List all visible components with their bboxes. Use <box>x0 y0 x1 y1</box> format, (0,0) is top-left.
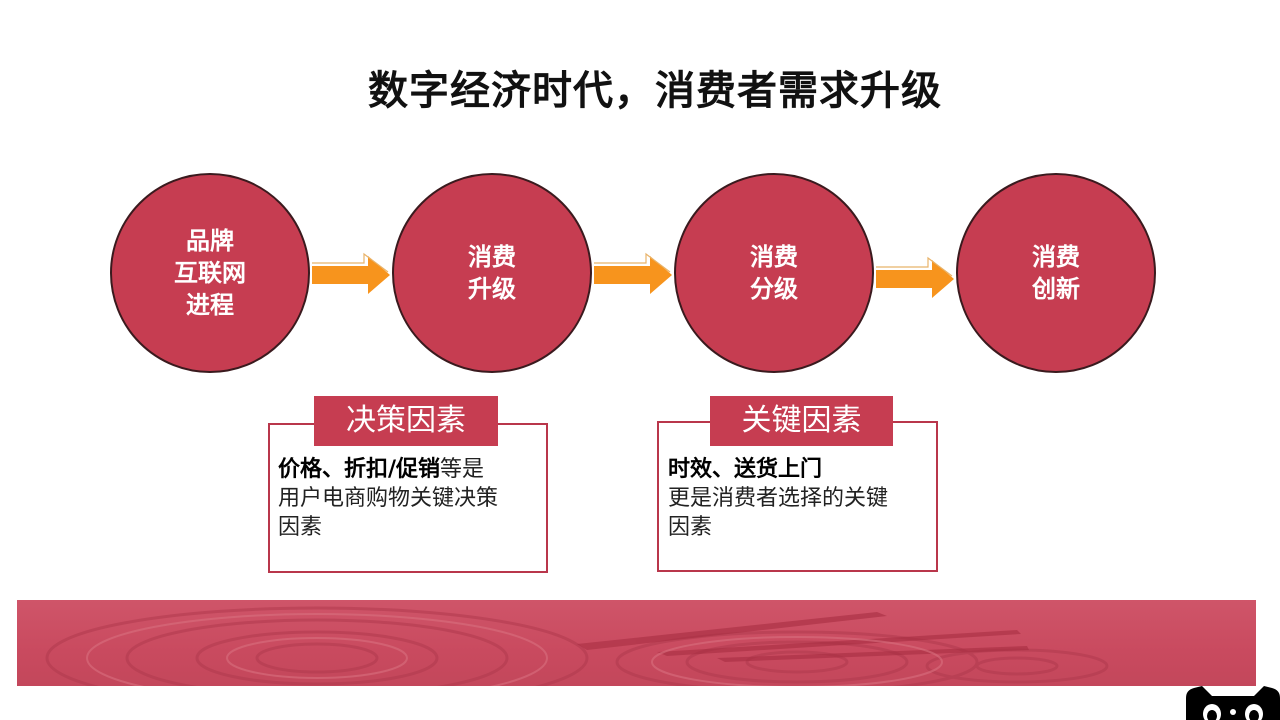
stage-circle-consumption-upgrade: 消费 升级 <box>392 173 592 373</box>
key-factors-box <box>657 421 938 572</box>
key-factors-label: 关键因素 <box>710 396 893 446</box>
page-title: 数字经济时代，消费者需求升级 <box>368 68 942 114</box>
stage-line: 分级 <box>750 275 798 303</box>
decision-factors-highlight: 价格、折扣/促销 <box>278 457 441 482</box>
decision-factors-line: 用户电商购物关键决策 <box>278 486 499 511</box>
decorative-banner <box>17 600 1256 686</box>
stage-circle-consumption-tiering: 消费 分级 <box>674 173 874 373</box>
key-factors-line: 更是消费者选择的关键 <box>668 486 889 511</box>
stage-line: 品牌 <box>186 227 234 255</box>
decision-factors-suffix: 等是 <box>440 457 485 482</box>
key-factors-line: 因素 <box>668 515 713 540</box>
stage-line: 升级 <box>468 275 516 303</box>
stage-circle-brand-internet: 品牌 互联网 进程 <box>110 173 310 373</box>
stage-line: 消费 <box>468 243 516 271</box>
right-arrow-icon <box>594 252 672 294</box>
stage-line: 互联网 <box>174 259 246 287</box>
key-factors-text: 时效、送货上门 更是消费者选择的关键 因素 <box>668 455 932 542</box>
tmall-cat-logo <box>1186 686 1280 720</box>
stage-line: 消费 <box>1032 243 1080 271</box>
stage-circle-consumption-innovation: 消费 创新 <box>956 173 1156 373</box>
right-arrow-icon <box>312 252 390 294</box>
stage-line: 消费 <box>750 243 798 271</box>
key-factors-highlight: 时效、送货上门 <box>668 457 823 482</box>
stage-line: 创新 <box>1032 275 1080 303</box>
decision-factors-line: 因素 <box>278 515 323 540</box>
decision-factors-label: 决策因素 <box>314 396 498 446</box>
decision-factors-text: 价格、折扣/促销等是 用户电商购物关键决策 因素 <box>278 455 542 542</box>
stage-line: 进程 <box>186 291 234 319</box>
right-arrow-icon <box>876 256 954 298</box>
